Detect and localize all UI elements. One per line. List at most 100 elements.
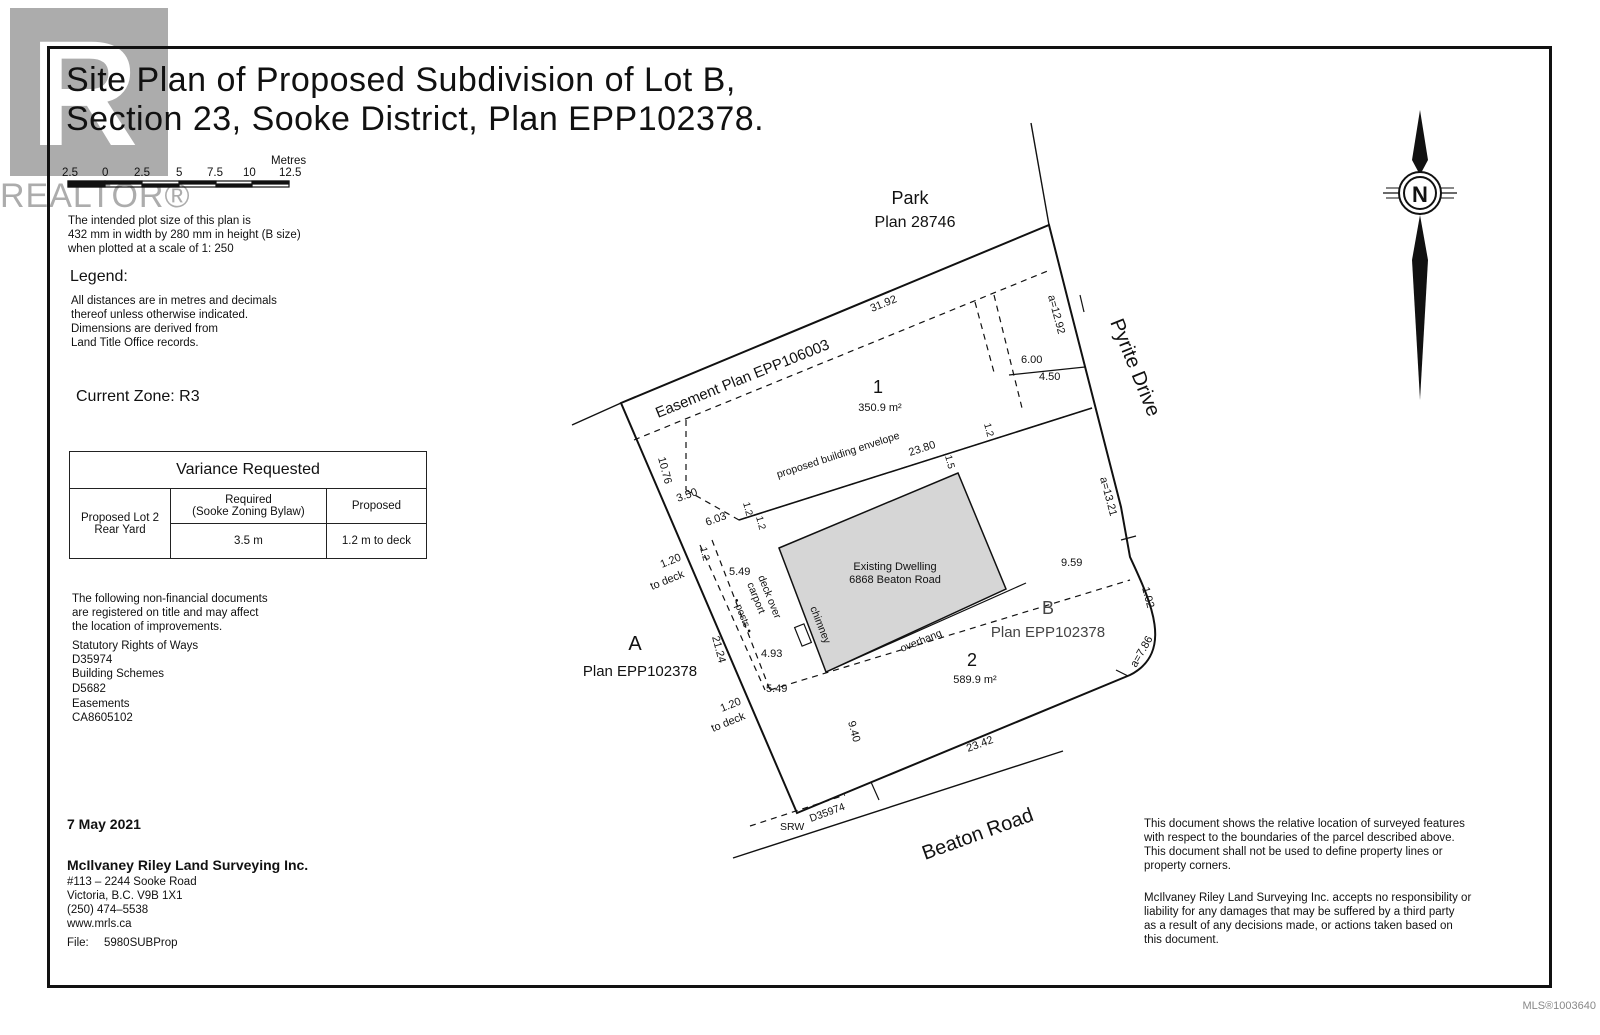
plot-note-line: when plotted at a scale of 1: 250 [68,243,234,255]
lot-b-label: B [1042,598,1054,618]
dimension: 10.76 [655,456,674,486]
building-envelope-label: proposed building envelope [775,430,901,481]
dimension: 9.40 [845,720,862,744]
lot-b-plan-label: Plan EPP102378 [991,624,1105,641]
company-name: McIlvaney Riley Land Surveying Inc. [67,857,309,873]
deck-line [699,544,766,691]
dimension: 3.50 [675,486,699,505]
disclaimer-line: This document shall not be used to defin… [1144,846,1443,858]
setback-line [993,294,1023,409]
park-plan-label: Plan 28746 [875,214,956,231]
scale-tick-label: 12.5 [279,167,302,179]
dimension: 1.5 [942,454,956,471]
lot-1-label: 1 [873,377,883,397]
document-item: Statutory Rights of Ways [72,640,199,652]
disclaimer-line: with respect to the boundaries of the pa… [1144,832,1455,844]
building-envelope-line [685,407,1093,521]
variance-table: Variance Requested Proposed Lot 2 Rear Y… [69,451,428,559]
dimension: 23.42 [965,734,995,755]
scale-tick-label: 5 [176,167,183,179]
dimension: 1.02 [1139,586,1156,610]
document-item: D5682 [72,683,106,695]
plan-date: 7 May 2021 [67,816,141,832]
dimension-note: to deck [649,568,687,593]
disclaimer-line: liability for any damages that may be su… [1144,906,1455,918]
current-zone: Current Zone: R3 [76,388,200,405]
easement-line [633,269,1051,441]
plan-title-line-2: Section 23, Sooke District, Plan EPP1023… [66,100,765,138]
file-value: 5980SUBProp [104,937,178,949]
scale-bar [67,180,290,188]
dimension: 31.92 [869,293,899,314]
park-label: Park [891,188,929,208]
plan-title-line-1: Site Plan of Proposed Subdivision of Lot… [66,61,736,99]
dimension: 5.49 [766,683,787,695]
lot-2-label: 2 [967,650,977,670]
documents-intro-line: the location of improvements. [72,621,223,633]
company-address-line: Victoria, B.C. V9B 1X1 [67,890,183,902]
disclaimer-line: McIlvaney Riley Land Surveying Inc. acce… [1144,892,1472,904]
setback-line [974,301,996,377]
dimension: 1.20 [659,552,683,571]
company-website: www.mrls.ca [67,918,132,930]
srw-line [749,794,846,827]
mls-number-watermark: MLS®1003640 [1522,1000,1596,1012]
srw-label: SRW [780,821,804,833]
variance-heading: Variance Requested [69,451,427,489]
disclaimer-line: this document. [1144,934,1219,946]
posts-label: • posts • [730,597,754,635]
scale-tick-label: 2.5 [62,167,78,179]
beaton-road-label: Beaton Road [919,804,1036,865]
dwelling-label: Existing Dwelling [853,561,936,573]
dimension-note: to deck [710,710,748,735]
rear-setback-line [769,579,1131,691]
plot-note-line: 432 mm in width by 280 mm in height (B s… [68,229,301,241]
srw-document-label: D35974 [808,801,847,825]
scale-bar-unit: Metres [271,155,307,167]
dimension: 6.03 [704,510,728,529]
legend-line: Dimensions are derived from [71,323,219,335]
dimension: 1.2 [753,515,767,532]
dimension: 4.93 [761,648,782,660]
dimension: 1.2 [981,422,995,439]
company-phone: (250) 474–5538 [67,904,149,916]
dimension: a=13.21 [1097,476,1119,518]
disclaimer-line: property corners. [1144,860,1231,872]
disclaimer-line: as a result of any decisions made, or ac… [1144,920,1453,932]
scale-tick-label: 2.5 [134,167,150,179]
legend-heading: Legend: [70,268,128,285]
document-item: D35974 [72,654,113,666]
park-side-line [1030,122,1050,226]
variance-row-label: Proposed Lot 2 Rear Yard [69,488,171,559]
parcel-boundary [619,223,1157,815]
file-label: File: [67,937,89,949]
disclaimer-line: This document shows the relative locatio… [1144,818,1465,830]
lot-1-area: 350.9 m² [858,402,902,414]
dimension: 21.24 [709,635,728,665]
deck-line [711,539,771,691]
plot-note-line: The intended plot size of this plan is [68,215,251,227]
scale-tick-label: 10 [243,167,256,179]
lot-a-label: A [628,633,642,655]
documents-intro-line: are registered on title and may affect [72,607,259,619]
document-item: Building Schemes [72,668,165,680]
lot-a-plan-label: Plan EPP102378 [583,663,697,680]
legend-line: thereof unless otherwise indicated. [71,309,249,321]
beaton-road-edge [732,750,1064,859]
realtor-logo-watermark: R REALTOR® [0,8,191,215]
dimension: 6.00 [1021,354,1042,366]
document-item: CA8605102 [72,712,133,724]
lot-2-area: 589.9 m² [953,674,997,686]
existing-dwelling [778,472,1007,674]
pyrite-drive-label: Pyrite Drive [1105,316,1164,420]
documents-intro-line: The following non-financial documents [72,593,268,605]
variance-required-value: 3.5 m [170,523,327,559]
lot-a-north-line [571,402,622,426]
dimension: 4.50 [1039,371,1060,383]
dimension: 1.2 [697,546,711,563]
document-item: Easements [72,698,130,710]
dimension: 9.59 [1061,557,1082,569]
overhang-line [825,582,1027,673]
drawing-frame [47,46,1552,988]
